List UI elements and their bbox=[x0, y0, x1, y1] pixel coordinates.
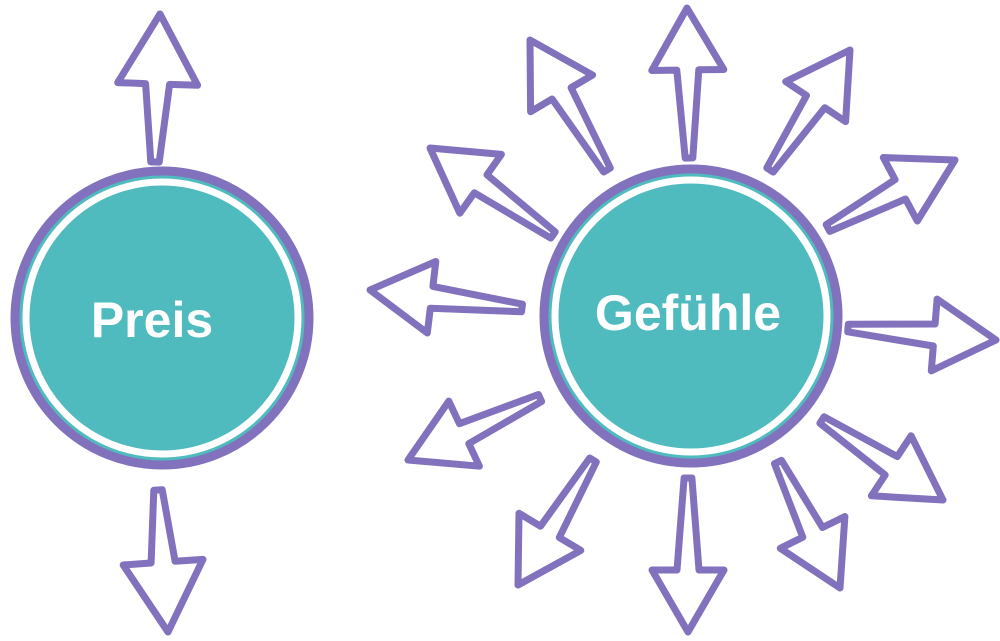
gefuehle-arrow-right bbox=[844, 295, 1000, 375]
gefuehle-arrow-down-left bbox=[514, 454, 600, 589]
preis-arrows-group bbox=[114, 10, 207, 636]
gefuehle-arrow-left-lower bbox=[404, 391, 546, 470]
preis-label: Preis bbox=[91, 292, 213, 348]
preis-node: Preis bbox=[10, 166, 314, 470]
gefuehle-arrow-left bbox=[366, 258, 526, 337]
preis-circle-inner-ring bbox=[22, 178, 302, 458]
gefuehle-arrow-up-left bbox=[526, 36, 614, 176]
preis-arrow-down bbox=[119, 486, 207, 636]
gefuehle-arrow-down-right bbox=[771, 456, 849, 592]
gefuehle-circle-inner-ring bbox=[551, 176, 831, 456]
gefuehle-arrow-up bbox=[648, 4, 728, 162]
gefuehle-arrow-up-right bbox=[763, 46, 854, 176]
gefuehle-arrow-right-upper bbox=[822, 154, 959, 235]
gefuehle-arrow-left-upper bbox=[426, 144, 559, 242]
gefuehle-circle bbox=[539, 164, 843, 468]
gefuehle-label: Gefühle bbox=[595, 285, 781, 341]
gefuehle-arrow-down bbox=[648, 474, 728, 636]
gefuehle-arrow-right-lower bbox=[816, 413, 947, 504]
preis-arrow-up bbox=[114, 10, 202, 166]
preis-circle bbox=[10, 166, 314, 470]
gefuehle-arrows-group bbox=[366, 4, 1000, 636]
gefuehle-node: Gefühle bbox=[539, 164, 843, 468]
